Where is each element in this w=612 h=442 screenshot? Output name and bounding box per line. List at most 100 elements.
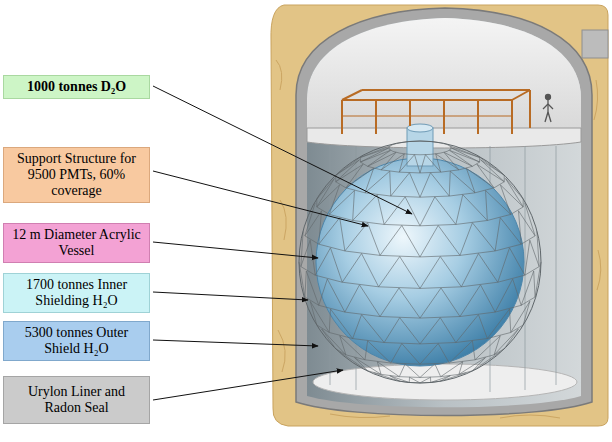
geodesic-strut [317,179,335,199]
scaffold-post [409,100,411,126]
geodesic-strut [353,339,385,343]
geodesic-strut [420,224,456,225]
geodesic-strut [440,318,456,343]
geodesic-strut [420,197,435,226]
geodesic-strut [310,301,317,325]
geodesic-strut [444,152,472,166]
geodesic-strut [329,309,330,333]
geodesic-strut [525,267,539,276]
geodesic-strut [511,207,523,214]
worker-figure [543,95,553,123]
geodesic-strut [365,360,391,363]
geodesic-strut [305,211,322,236]
geodesic-strut [381,170,399,172]
geodesic-strut [518,211,535,236]
label-box: 12 m Diameter Acrylic Vessel [3,223,150,263]
box-label: 1000 tonnes D₂O [27,79,126,95]
rock-crack [330,414,390,418]
geodesic-strut [368,341,391,363]
geodesic-strut [460,251,495,255]
geodesic-strut [391,344,402,363]
geodesic-strut [409,173,420,197]
scaffold-post [477,100,479,134]
label-box: 1000 tonnes D₂O [3,75,150,99]
geodesic-strut [384,343,420,344]
geodesic-strut [431,153,440,154]
geodesic-strut [336,164,363,181]
geodesic-strut [305,271,306,297]
geodesic-strut [472,341,475,360]
geodesic-strut [353,220,385,224]
scaffold-rail [362,89,530,91]
geodesic-strut [384,224,420,225]
geodesic-strut [360,146,390,158]
geodesic-strut [447,149,451,151]
geodesic-strut [399,364,405,377]
leader-lines [153,86,412,400]
geodesic-strut [495,244,521,251]
geodesic-strut [431,173,450,196]
geodesic-strut [523,301,530,325]
geodesic-strut [315,275,342,282]
geodesic-strut [353,195,378,221]
geodesic-strut [494,329,518,355]
geodesic-strut [345,223,368,251]
geodesic-strut [449,146,479,158]
worker-arm [543,104,548,109]
geodesic-strut [534,271,535,297]
geodesic-strut [420,172,441,174]
geodesic-strut [399,376,420,378]
geodesic-strut [450,147,451,149]
acrylic-vessel [316,158,524,366]
geodesic-strut [420,376,441,378]
geodesic-strut [345,251,380,255]
geodesic-strut [329,191,354,215]
geodesic-strut [330,248,342,282]
geodesic-strut [391,196,420,197]
geodesic-strut [301,240,310,266]
geodesic-strut [362,315,385,343]
geodesic-strut [498,275,525,282]
geodesic-strut [389,147,390,149]
geodesic-strut [506,179,524,207]
geodesic-strut [353,191,355,221]
geodesic-strut [478,254,497,283]
geodesic-strut [415,155,420,173]
label-box: 5300 tonnes Outer Shield H₂O [3,321,150,361]
geodesic-strut [487,309,509,339]
geodesic-strut [368,150,391,166]
geodesic-strut [315,248,330,275]
geodesic-strut [393,151,400,153]
scaffold-post [529,90,531,128]
geodesic-strut [319,211,322,244]
geodesic-strut [481,285,496,312]
geodesic-strut [430,377,431,382]
geodesic-strut [478,315,487,339]
scaffold-rail [342,99,512,101]
geodesic-strut [380,225,402,255]
geodesic-strut [435,197,456,225]
geodesic-strut [500,185,510,215]
geodesic-strut [391,173,410,196]
geodesic-strut [420,288,441,318]
geodesic-strut [460,312,495,316]
geodesic-strut [420,196,449,197]
geodesic-strut [340,352,368,371]
geodesic-strut [438,225,460,255]
geodesic-strut [472,223,495,251]
geodesic-strut [389,149,393,151]
deck-scaffold [342,90,530,134]
geodesic-strut [420,257,440,289]
box-label: Urylon Liner and Radon Seal [8,384,145,416]
geodesic-strut [420,173,431,197]
geodesic-strut [365,171,390,193]
leader-line [153,292,308,300]
geodesic-strut [420,344,438,365]
geodesic-strut [368,152,396,166]
geodesic-strut [420,154,431,155]
rock-background [271,5,608,426]
geodesic-strut [319,218,340,245]
geodesic-strut [319,279,328,305]
worker-leg [548,112,551,122]
geodesic-strut [409,377,420,383]
